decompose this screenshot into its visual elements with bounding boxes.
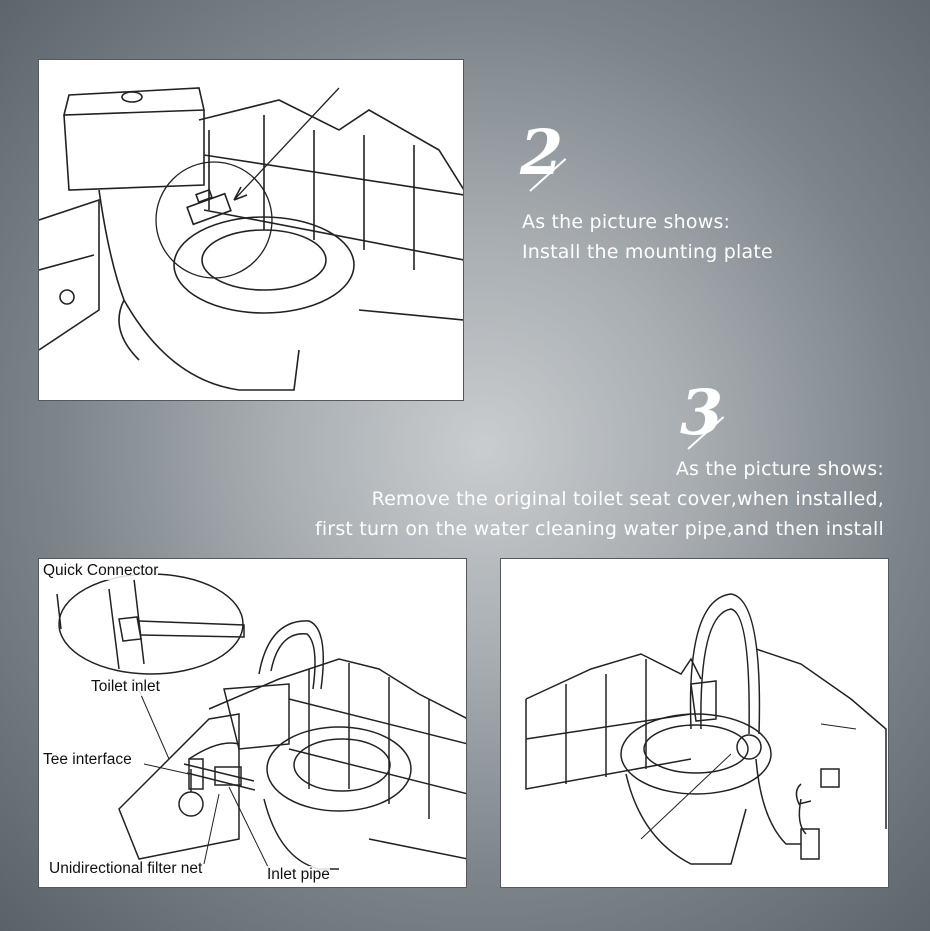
toilet-inlet-label: Toilet inlet bbox=[91, 678, 160, 696]
inlet-pipe-label: Inlet pipe bbox=[267, 866, 330, 884]
mounting-plate-illustration bbox=[38, 59, 464, 401]
installed-seat-illustration bbox=[500, 558, 889, 888]
step-3-line-3: first turn on the water cleaning water p… bbox=[314, 518, 884, 540]
step-2-line-2: Install the mounting plate bbox=[522, 241, 773, 263]
water-connection-diagram: Quick Connector Toilet inlet Tee interfa… bbox=[38, 558, 467, 888]
step-3-line-2: Remove the original toilet seat cover,wh… bbox=[371, 488, 884, 510]
water-connection-drawing bbox=[56, 573, 466, 870]
step-3-number: 3 bbox=[680, 376, 724, 449]
step-3-line-1: As the picture shows: bbox=[675, 458, 884, 480]
step-2-number: 2 bbox=[520, 116, 564, 189]
quick-connector-label: Quick Connector bbox=[43, 562, 159, 580]
filter-net-label: Unidirectional filter net bbox=[49, 860, 203, 878]
step-2-line-1: As the picture shows: bbox=[522, 211, 731, 233]
tee-interface-label: Tee interface bbox=[43, 751, 132, 769]
toilet-mounting-plate-drawing bbox=[39, 87, 463, 391]
installed-seat-drawing bbox=[525, 593, 887, 865]
